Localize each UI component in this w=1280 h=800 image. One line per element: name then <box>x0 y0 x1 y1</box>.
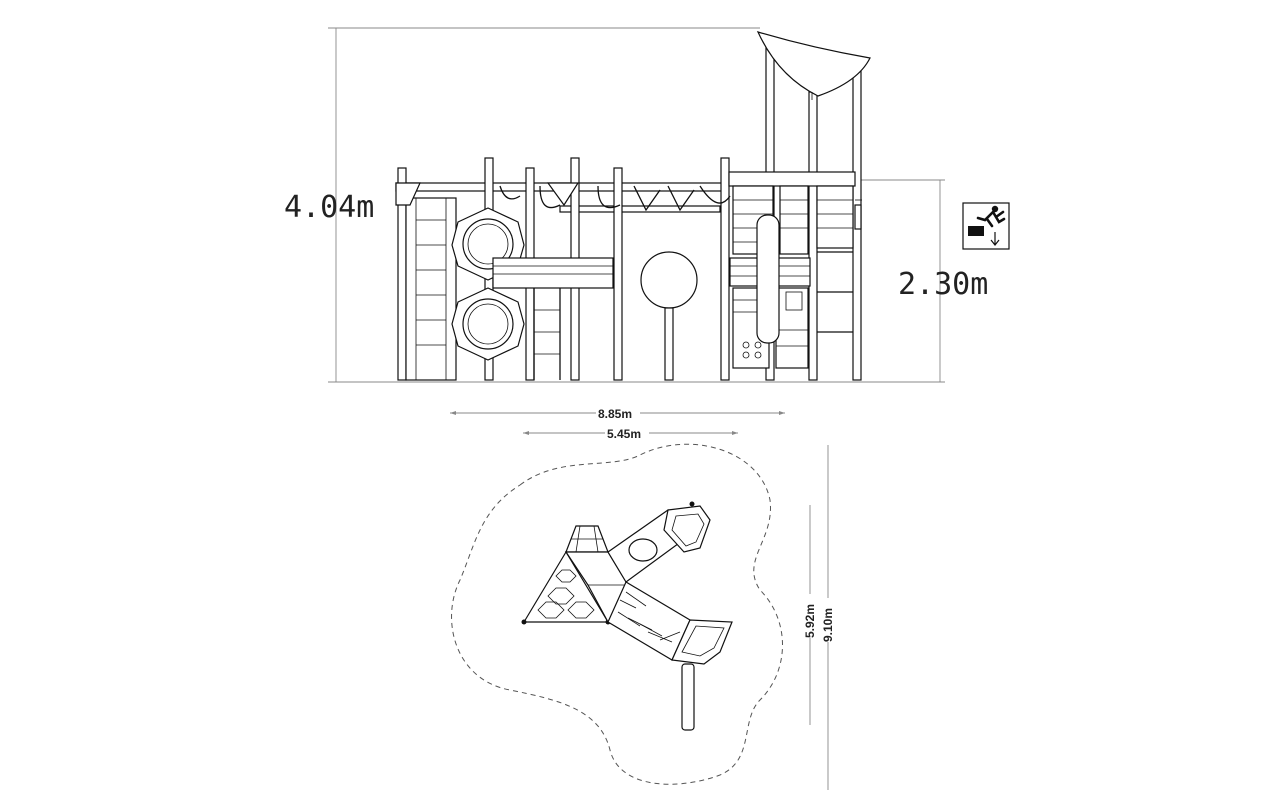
climbing-ring-lower <box>451 287 525 361</box>
step-ladder <box>533 288 561 380</box>
width-dimension-overall: 9.10m <box>821 445 835 790</box>
deck-top <box>564 525 629 624</box>
round-panel <box>640 251 698 381</box>
side-rungs <box>817 199 862 333</box>
width-label-overall: 9.10m <box>821 608 835 642</box>
length-label-overall: 8.85m <box>598 407 632 421</box>
post <box>613 167 623 381</box>
safety-zone-outline <box>451 443 783 785</box>
length-dimension-overall: 8.85m <box>450 406 785 421</box>
length-dimension-equipment: 5.45m <box>523 426 738 441</box>
slide <box>681 663 695 731</box>
height-label-platform: 2.30m <box>898 267 988 302</box>
plan-view: 8.85m 5.45m 5.92m 9.10m <box>450 406 835 790</box>
elevation-view: 4.04m 2.30m <box>284 27 1010 383</box>
roof-sail <box>756 31 871 97</box>
hand-grips <box>499 182 731 212</box>
post <box>720 157 730 381</box>
length-label-equipment: 5.45m <box>607 427 641 441</box>
turret-upper <box>663 501 711 553</box>
tower <box>728 171 856 369</box>
turret-lower <box>671 619 733 665</box>
height-label-total: 4.04m <box>284 190 374 225</box>
height-dimension-total: 4.04m <box>284 27 760 382</box>
post <box>808 91 818 381</box>
height-dimension-platform: 2.30m <box>820 179 988 382</box>
fall-height-icon <box>962 202 1010 250</box>
ladder-panel <box>395 182 457 381</box>
width-dimension-equipment: 5.92m <box>803 505 817 725</box>
width-label-equipment: 5.92m <box>803 604 817 638</box>
